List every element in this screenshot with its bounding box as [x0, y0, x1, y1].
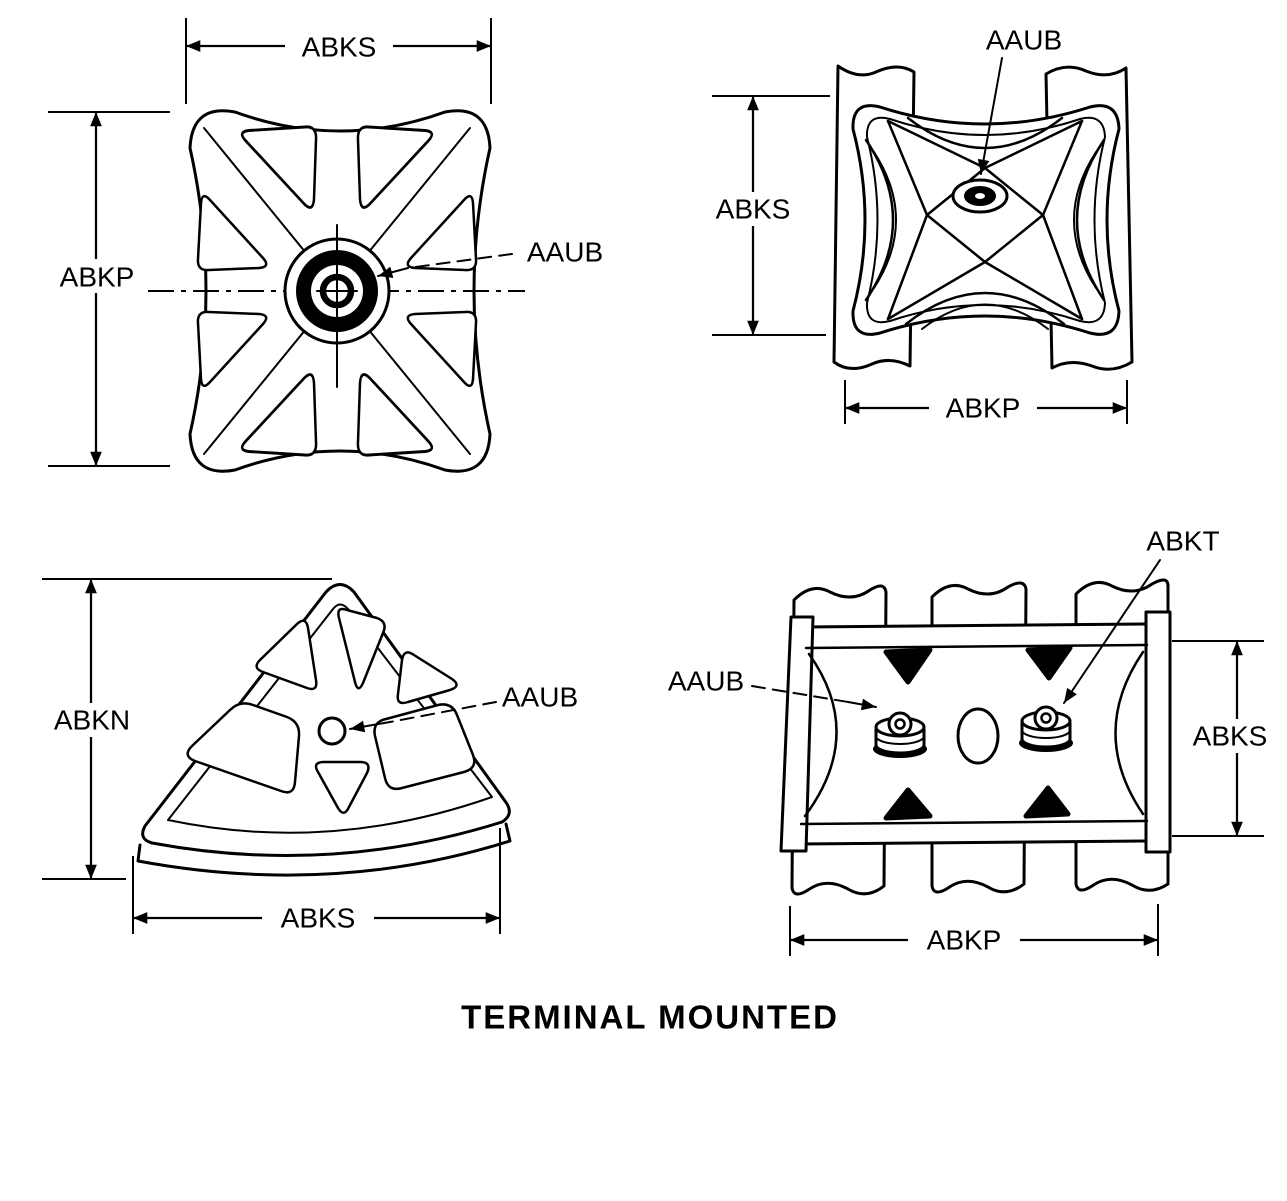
dim-width-perspective: ABKP	[844, 380, 1128, 425]
fan-cutouts	[186, 607, 476, 814]
callout-label-aaub: AAUB	[668, 666, 744, 697]
vent-holes	[883, 645, 1073, 821]
label-background	[908, 923, 1020, 957]
dim-label-abkp: ABKP	[927, 925, 1002, 956]
plate-inner-rim	[167, 603, 493, 834]
leader-line	[751, 685, 849, 703]
left-flange	[779, 615, 815, 853]
diagram-title: TERMINAL MOUNTED	[461, 999, 839, 1036]
center-grommet	[951, 178, 1009, 214]
dim-label-abkn: ABKN	[54, 705, 130, 736]
callout-abkt: ABKT	[1063, 526, 1220, 704]
dim-height-terminal: ABKS	[1172, 640, 1284, 837]
dim-label-abks: ABKS	[302, 32, 377, 63]
plate-thickness-edge	[136, 822, 512, 877]
leader-arrow	[377, 266, 409, 278]
leader-line	[407, 253, 513, 269]
leader-arrow	[977, 57, 1003, 175]
label-background	[699, 192, 807, 226]
callout-aaub-terminal: AAUB	[668, 666, 877, 711]
bottom-band	[799, 819, 1149, 826]
label-background	[929, 391, 1037, 425]
leader-arrow	[847, 698, 877, 711]
fan-plate-view: AAUB ABKN ABKS	[38, 578, 578, 935]
dim-label-abks: ABKS	[1193, 721, 1268, 752]
leader-line	[389, 701, 497, 723]
front-view: ABKS ABKP	[44, 18, 603, 473]
mounting-hole	[317, 716, 347, 746]
callout-aaub-fan: AAUB	[349, 682, 578, 733]
dim-height-perspective: ABKS	[699, 95, 830, 336]
callout-label-aaub: AAUB	[986, 25, 1062, 56]
plate-outline	[851, 104, 1121, 336]
callout-label-abkt: ABKT	[1146, 526, 1219, 557]
label-background	[44, 259, 150, 293]
dim-width-front: ABKS	[185, 18, 492, 104]
callout-aaub-front: AAUB	[377, 237, 603, 278]
label-background	[38, 703, 146, 737]
plate-inner-rim	[865, 116, 1106, 324]
dim-label-abks: ABKS	[281, 903, 356, 934]
dim-height-fan: ABKN	[38, 578, 332, 880]
mounted-perspective-view: AAUB ABKS ABKP	[699, 25, 1134, 425]
label-background	[1176, 719, 1284, 753]
terminal-block-view: ABKT AAUB ABKS ABKP	[668, 526, 1284, 957]
label-background	[285, 29, 393, 63]
x-web	[886, 119, 1084, 321]
dim-width-terminal: ABKP	[789, 904, 1159, 957]
right-flange	[1144, 610, 1172, 854]
callout-aaub-perspective: AAUB	[977, 25, 1062, 175]
dim-width-fan: ABKS	[132, 828, 501, 935]
right-scallop	[1114, 650, 1145, 816]
plate-interior	[198, 127, 476, 455]
top-band	[804, 643, 1149, 650]
center-boss	[925, 166, 1045, 264]
leader-arrow	[1063, 559, 1161, 704]
center-oval-hole	[956, 707, 1000, 765]
dim-label-abkp: ABKP	[946, 393, 1021, 424]
dim-label-abks: ABKS	[716, 194, 791, 225]
left-scallop	[803, 652, 838, 818]
callout-label-aaub: AAUB	[527, 237, 603, 268]
label-background	[262, 901, 374, 935]
dim-label-abkp: ABKP	[60, 262, 135, 293]
dim-height-front: ABKP	[44, 111, 170, 467]
leader-arrow	[349, 720, 391, 733]
callout-label-aaub: AAUB	[502, 682, 578, 713]
